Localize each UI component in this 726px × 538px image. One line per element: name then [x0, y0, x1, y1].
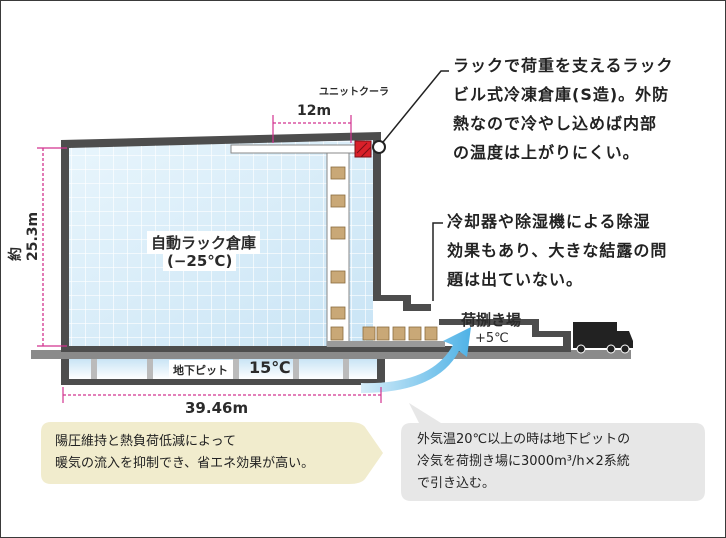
note-line: で引き込む。	[417, 476, 496, 491]
pallet-box	[376, 326, 390, 341]
note-line: 外気温20℃以上の時は地下ピットの	[417, 432, 631, 447]
callout-line: ラックで荷重を支えるラック	[453, 56, 674, 75]
pallet-box	[408, 326, 422, 341]
pit-temp-label: 15℃	[249, 358, 291, 377]
pallet-box	[424, 326, 438, 341]
note-right-text: 外気温20℃以上の時は地下ピットの 冷気を荷捌き場に3000m³/h×2系統 で…	[417, 429, 630, 495]
pallet-box	[330, 166, 346, 180]
leader-line-mid	[432, 222, 443, 301]
callout-line: の温度は上がりにくい。	[453, 143, 640, 162]
warehouse-temp-label: (−25℃)	[163, 251, 237, 271]
note-left-text: 陽圧維持と熱負荷低減によって 暖気の流入を抑制でき、省エネ効果が高い。	[55, 431, 314, 475]
callout-rack-building: ラックで荷重を支えるラック ビル式冷凍倉庫(S造)。外防 熱なので冷やし込めば内…	[453, 51, 674, 167]
unit-cooler-label: ユニットクーラ	[319, 87, 389, 98]
callout-line: 題は出ていない。	[447, 270, 584, 289]
ground-slab	[31, 350, 631, 359]
pallet-box	[330, 270, 346, 284]
conveyor	[327, 341, 445, 347]
callout-line: 効果もあり、大きな結露の問	[447, 241, 668, 260]
callout-line: 熱なので冷やし込めば内部	[453, 114, 658, 133]
cold-air-flow-arrow	[361, 327, 471, 393]
note-line: 陽圧維持と熱負荷低減によって	[55, 434, 236, 449]
pallet-box	[330, 194, 346, 208]
note-line: 暖気の流入を抑制でき、省エネ効果が高い。	[55, 456, 315, 471]
loading-temp-label: +5℃	[475, 331, 509, 346]
note-line: 冷気を荷捌き場に3000m³/h×2系統	[417, 454, 630, 469]
dim-label-12m: 12m	[297, 103, 332, 119]
underground-pit-label: 地下ピット	[173, 364, 228, 377]
leader-line-top	[378, 70, 449, 148]
loading-area-label: 荷捌き場	[461, 311, 522, 329]
callout-line: 冷却器や除湿機による除湿	[447, 212, 651, 231]
pallet-box	[330, 226, 346, 240]
callout-dehumidify: 冷却器や除湿機による除湿 効果もあり、大きな結露の問 題は出ていない。	[447, 207, 667, 294]
note-box-right	[401, 403, 705, 501]
callout-line: ビル式冷凍倉庫(S造)。外防	[453, 85, 670, 104]
pallet-box	[362, 326, 376, 341]
truck-icon	[573, 322, 633, 354]
dim-label-height: 約25.3m	[8, 211, 41, 261]
warehouse-name-label: 自動ラック倉庫	[147, 231, 261, 254]
unit-cooler	[354, 140, 372, 158]
cooler-duct	[230, 144, 356, 154]
pallet-box	[330, 306, 346, 320]
note-box-left	[41, 422, 383, 484]
pallet-box	[330, 326, 344, 341]
dim-label-width: 39.46m	[185, 399, 249, 417]
pallet-box	[392, 326, 406, 341]
